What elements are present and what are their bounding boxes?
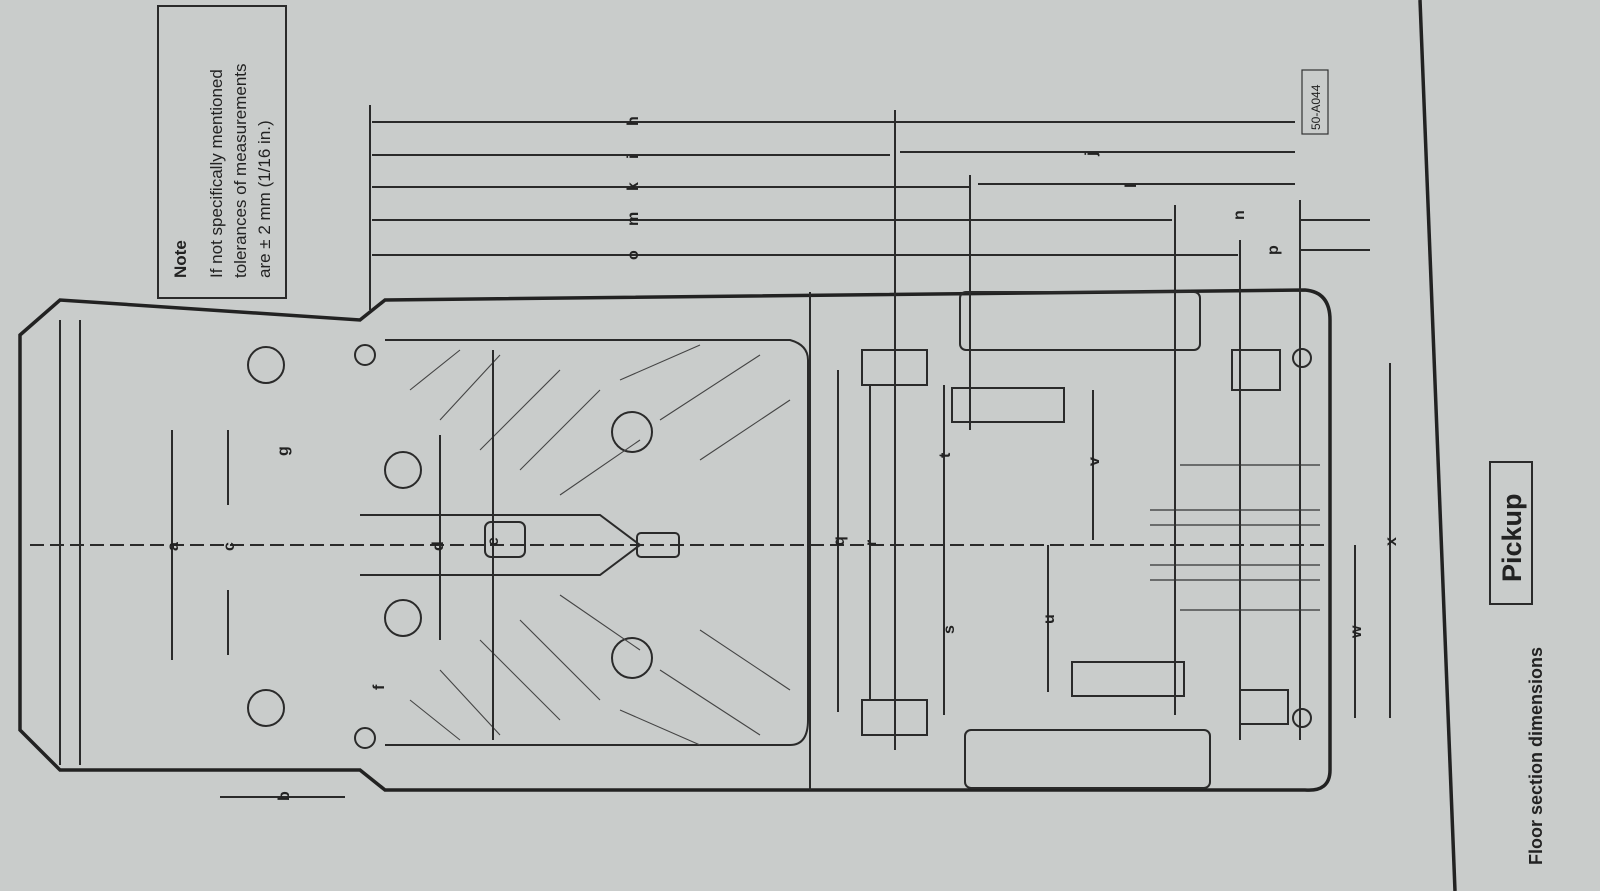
note-line-3: are ± 2 mm (1/16 in.) [255, 120, 274, 278]
note-box: Note If not specifically mentioned toler… [157, 5, 287, 299]
dim-label-r: r [863, 540, 880, 546]
dim-label-c: c [221, 542, 238, 551]
section-label-box: Pickup [1489, 461, 1533, 605]
dim-label-q: q [831, 536, 848, 546]
vehicle-floor-outline [18, 105, 1332, 792]
caption: Floor section dimensions [1526, 647, 1546, 865]
dim-label-s: s [941, 625, 958, 634]
page-edge-line [1418, 0, 1457, 891]
dim-label-m: m [625, 212, 642, 226]
dim-label-t: t [937, 452, 954, 458]
dim-label-v: v [1086, 457, 1103, 466]
dim-label-f: f [371, 684, 388, 690]
dim-label-g: g [275, 446, 292, 456]
dim-label-l: l [1123, 184, 1140, 188]
dim-label-d: d [430, 541, 447, 551]
dim-label-w: w [1348, 625, 1365, 639]
dim-label-u: u [1041, 614, 1058, 624]
note-line-2: tolerances of measurements [231, 64, 250, 279]
svg-text:Pickup: Pickup [1497, 493, 1527, 582]
dim-label-o: o [625, 250, 642, 260]
dim-label-p: p [1265, 245, 1282, 255]
dim-label-a: a [165, 542, 182, 551]
dim-label-k: k [625, 182, 642, 191]
note-title: Note [171, 240, 190, 278]
svg-text:50-A044: 50-A044 [1309, 84, 1323, 130]
dim-label-x: x [1383, 537, 1400, 546]
note-line-1: If not specifically mentioned [207, 69, 226, 278]
figure-code-box: 50-A044 [1301, 69, 1329, 135]
dim-label-i: i [625, 155, 642, 159]
dim-label-b: b [276, 791, 293, 801]
dim-label-j: j [1083, 152, 1100, 157]
dim-label-e: e [485, 537, 502, 546]
dimension-lines [171, 121, 1391, 798]
dimension-labels: a b c d e f g h i j k l m n o p q r s t … [165, 116, 1400, 801]
dim-label-n: n [1231, 210, 1248, 220]
dim-label-h: h [625, 116, 642, 126]
